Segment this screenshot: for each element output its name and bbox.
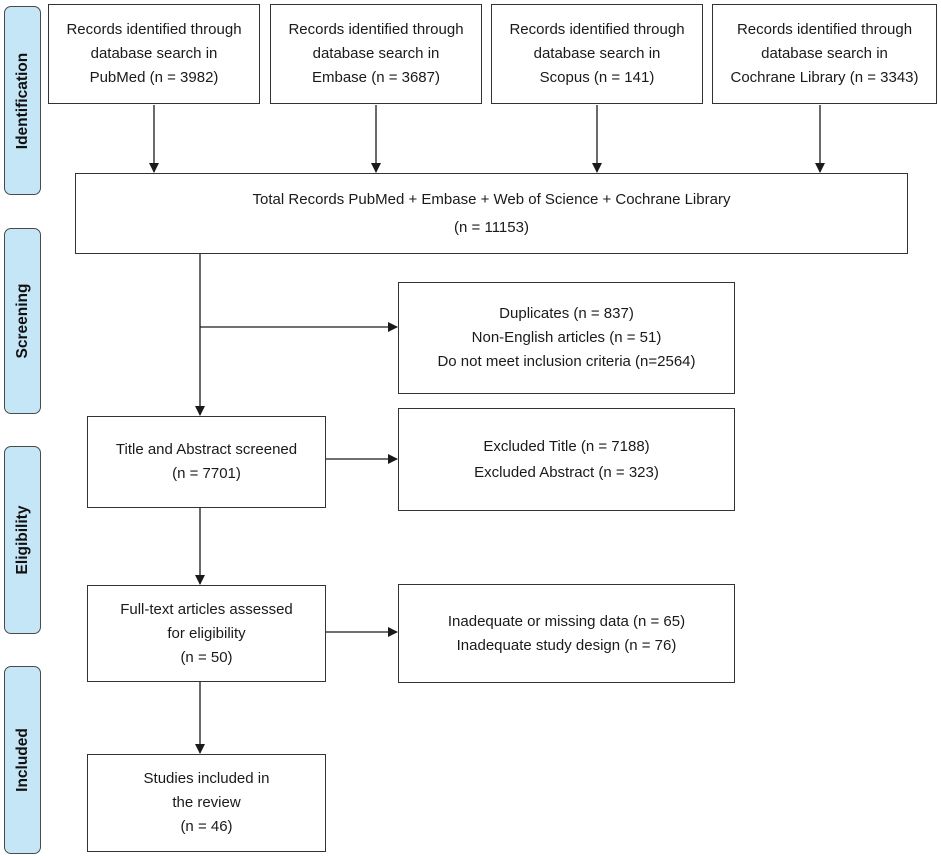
source-box-line: Records identified through (66, 21, 242, 38)
source-box-line: Records identified through (288, 21, 464, 38)
removed-records-line: Non-English articles (n = 51) (471, 329, 662, 346)
source-box-line: Scopus (n = 141) (539, 69, 655, 86)
excluded-screening-line: Excluded Title (n = 7188) (483, 437, 650, 455)
excluded-fulltext-line: Inadequate or missing data (n = 65) (447, 612, 686, 630)
source-box-scopus: Records identified through database sear… (491, 4, 703, 104)
removed-records-line: Duplicates (n = 837) (499, 305, 634, 322)
screened-line: Title and Abstract screened (115, 441, 298, 458)
included-studies-box: Studies included in the review (n = 46) (87, 754, 326, 852)
source-box-cochrane: Records identified through database sear… (712, 4, 937, 104)
phase-eligibility: Eligibility (4, 446, 41, 634)
included-count: (n = 46) (180, 818, 233, 835)
included-line: the review (172, 794, 241, 811)
source-box-embase: Records identified through database sear… (270, 4, 482, 104)
source-box-line: Records identified through (736, 21, 913, 38)
total-records-line: Total Records PubMed + Embase + Web of S… (252, 190, 731, 208)
screened-count: (n = 7701) (172, 465, 241, 482)
source-box-line: database search in (90, 45, 218, 62)
source-box-line: Embase (n = 3687) (312, 69, 440, 86)
source-box-line: database search in (312, 45, 440, 62)
source-box-line: Cochrane Library (n = 3343) (730, 69, 919, 86)
source-box-line: Records identified through (509, 21, 685, 38)
fulltext-count: (n = 50) (180, 648, 233, 666)
screened-box: Title and Abstract screened (n = 7701) (87, 416, 326, 508)
removed-records-box: Duplicates (n = 837) Non-English article… (398, 282, 735, 394)
excluded-fulltext-box: Inadequate or missing data (n = 65) Inad… (398, 584, 735, 683)
phase-screening: Screening (4, 228, 41, 414)
source-box-pubmed: Records identified through database sear… (48, 4, 260, 104)
excluded-screening-line: Excluded Abstract (n = 323) (474, 463, 659, 481)
fulltext-line: Full-text articles assessed (120, 600, 293, 618)
phase-included: Included (4, 666, 41, 854)
total-records-box: Total Records PubMed + Embase + Web of S… (75, 173, 908, 254)
included-line: Studies included in (143, 770, 270, 787)
total-records-count: (n = 11153) (454, 218, 529, 236)
fulltext-line: for eligibility (167, 624, 246, 642)
fulltext-box: Full-text articles assessed for eligibil… (87, 585, 326, 682)
excluded-fulltext-line: Inadequate study design (n = 76) (456, 636, 677, 654)
source-box-line: PubMed (n = 3982) (89, 69, 219, 86)
removed-records-line: Do not meet inclusion criteria (n=2564) (437, 353, 696, 370)
excluded-screening-box: Excluded Title (n = 7188) Excluded Abstr… (398, 408, 735, 511)
source-box-line: database search in (533, 45, 661, 62)
phase-identification: Identification (4, 6, 41, 195)
source-box-line: database search in (761, 45, 888, 62)
